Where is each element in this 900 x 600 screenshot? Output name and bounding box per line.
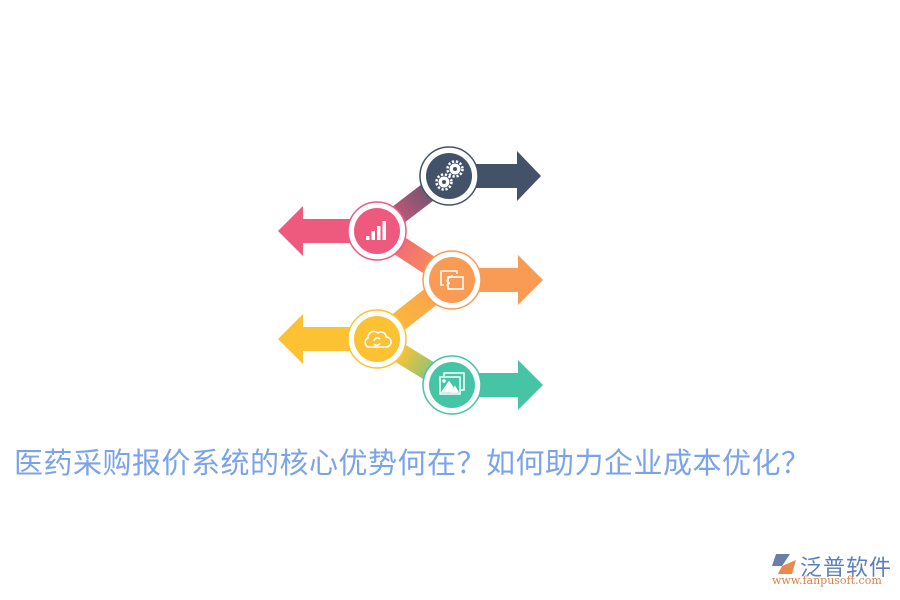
- page-title: 医药采购报价系统的核心优势何在？如何助力企业成本优化？: [14, 446, 811, 480]
- bar-chart-icon: [366, 221, 386, 240]
- logo-name: 泛普软件: [800, 556, 893, 581]
- brand-logo: 泛普软件 www.fanpusoft.com: [770, 552, 895, 592]
- cloud-sync-icon: [364, 330, 392, 348]
- step-1-node: [419, 146, 479, 206]
- gears-icon: [435, 160, 464, 191]
- image-gallery-icon: [439, 372, 465, 395]
- logo-url: www.fanpusoft.com: [772, 574, 882, 587]
- step-3-node: [422, 250, 482, 310]
- screen-cast-icon: [440, 270, 464, 290]
- step-4-node: [347, 309, 407, 369]
- step-2-node: [347, 201, 407, 261]
- logo-mark-icon: [772, 554, 796, 574]
- step-5-node: [422, 355, 482, 415]
